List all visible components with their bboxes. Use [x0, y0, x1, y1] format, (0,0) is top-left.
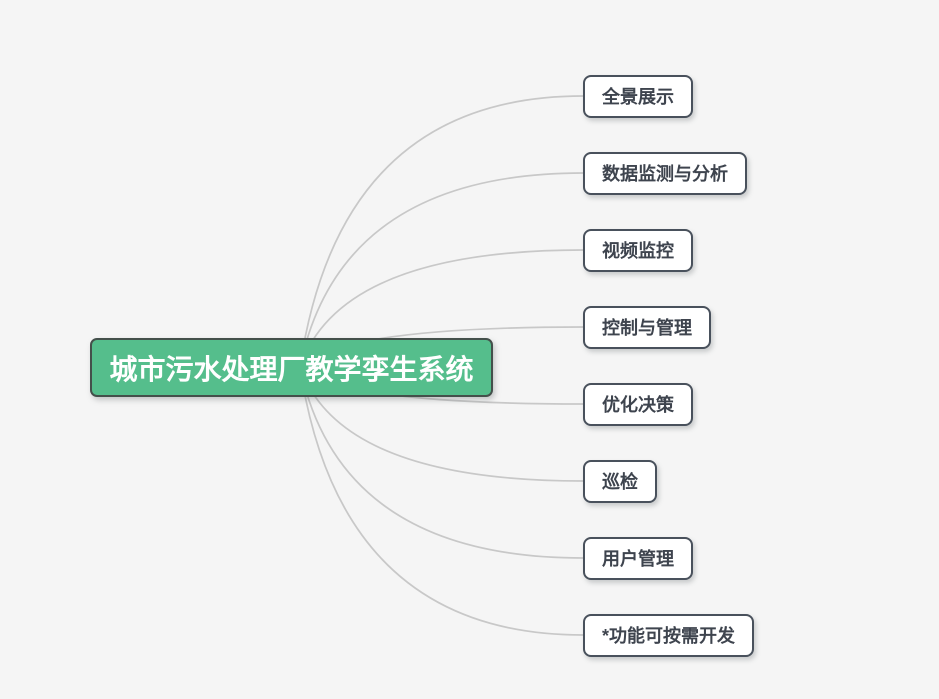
- edge-curve: [299, 95, 584, 368]
- branch-topic-node[interactable]: 控制与管理: [583, 305, 711, 349]
- edge-curve: [299, 366, 584, 636]
- branch-topic-node[interactable]: *功能可按需开发: [583, 613, 755, 657]
- branch-topic-node[interactable]: 巡检: [583, 459, 657, 503]
- branch-topic-node[interactable]: 全景展示: [583, 74, 693, 118]
- branch-topic-node[interactable]: 优化决策: [583, 382, 693, 426]
- branch-topic-node[interactable]: 用户管理: [583, 536, 693, 580]
- branch-topic-node[interactable]: 数据监测与分析: [583, 151, 747, 195]
- edge-curve: [299, 172, 584, 368]
- branch-topic-node[interactable]: 视频监控: [583, 228, 693, 272]
- edge-curve: [299, 366, 584, 559]
- root-topic-node[interactable]: 城市污水处理厂教学孪生系统: [90, 338, 493, 397]
